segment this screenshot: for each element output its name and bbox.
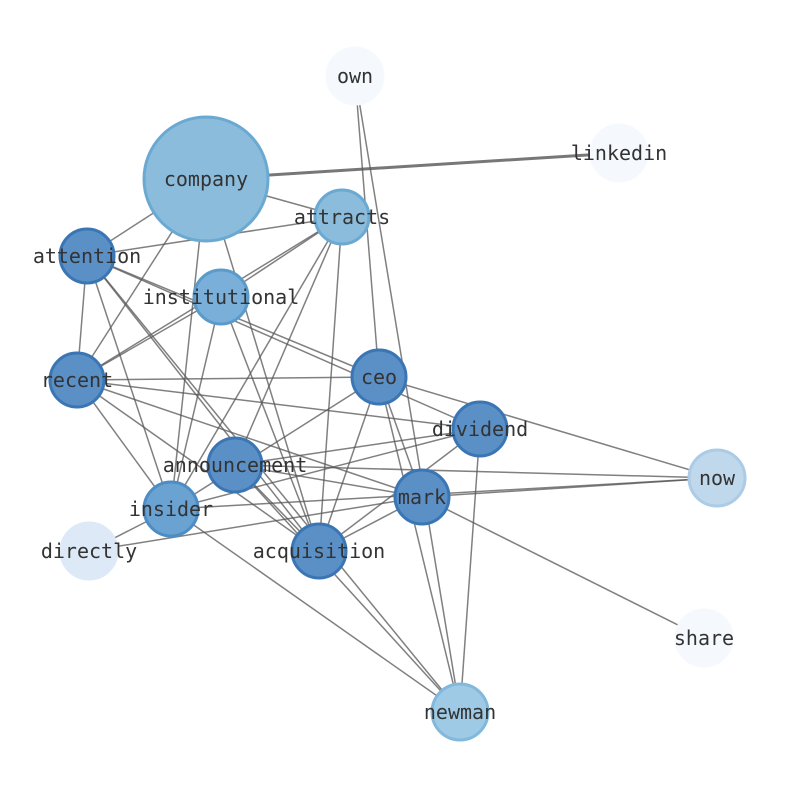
- edge-ceo-now: [378, 376, 718, 479]
- edge-company-acquisition: [205, 178, 320, 552]
- edge-own-newman: [354, 75, 461, 713]
- node-label-attracts: attracts: [294, 205, 390, 229]
- node-label-attention: attention: [33, 244, 141, 268]
- node-circle-directly: [59, 521, 119, 581]
- node-circle-institutional: [192, 268, 250, 326]
- node-label-acquisition: acquisition: [253, 539, 385, 563]
- node-dividend: dividend: [432, 400, 528, 458]
- node-linkedin: linkedin: [571, 123, 667, 183]
- edge-recent-mark: [76, 379, 423, 498]
- node-circle-attracts: [313, 188, 371, 246]
- node-ceo: ceo: [350, 348, 408, 406]
- node-attracts: attracts: [294, 188, 390, 246]
- edge-mark-share: [421, 496, 705, 639]
- edge-institutional-insider: [170, 296, 222, 510]
- node-insider: insider: [129, 480, 213, 538]
- node-now: now: [687, 448, 747, 508]
- node-label-mark: mark: [398, 485, 446, 509]
- edge-attracts-acquisition: [318, 216, 343, 552]
- edge-dividend-announcement: [234, 428, 481, 466]
- node-announcement: announcement: [163, 436, 308, 494]
- edge-recent-ceo: [76, 376, 380, 381]
- node-label-own: own: [337, 64, 373, 88]
- edge-attention-insider: [86, 255, 172, 510]
- node-label-linkedin: linkedin: [571, 141, 667, 165]
- edge-announcement-mark: [234, 464, 423, 498]
- edge-insider-newman: [170, 508, 461, 713]
- node-circle-mark: [393, 468, 451, 526]
- node-label-institutional: institutional: [143, 285, 300, 309]
- edge-recent-acquisition: [76, 379, 320, 552]
- node-layer: own linkedin company attracts attentioninsti…: [33, 46, 747, 742]
- edge-mark-directly: [88, 496, 423, 552]
- edge-ceo-acquisition: [318, 376, 380, 552]
- node-label-recent: recent: [41, 368, 113, 392]
- edge-dividend-newman: [459, 428, 481, 713]
- edge-announcement-newman: [234, 464, 461, 713]
- edge-attention-dividend: [86, 255, 481, 430]
- node-share: share: [674, 608, 734, 668]
- node-label-directly: directly: [41, 539, 137, 563]
- edge-dividend-insider: [170, 428, 481, 510]
- node-label-share: share: [674, 626, 734, 650]
- node-label-company: company: [164, 167, 248, 191]
- node-attention: attention: [33, 227, 141, 285]
- node-circle-company: [142, 115, 270, 243]
- node-own: own: [325, 46, 385, 106]
- node-circle-announcement: [206, 436, 264, 494]
- node-mark: mark: [393, 468, 451, 526]
- edge-recent-dividend: [76, 379, 481, 430]
- node-institutional: institutional: [143, 268, 300, 326]
- node-label-announcement: announcement: [163, 453, 308, 477]
- node-company: company: [142, 115, 270, 243]
- node-circle-now: [687, 448, 747, 508]
- node-label-ceo: ceo: [361, 365, 397, 389]
- node-circle-attention: [58, 227, 116, 285]
- node-newman: newman: [424, 682, 496, 742]
- edge-company-linkedin: [205, 151, 620, 181]
- edge-announcement-now: [234, 464, 718, 479]
- edge-attention-acquisition: [86, 255, 320, 552]
- node-label-dividend: dividend: [432, 417, 528, 441]
- edge-ceo-newman: [378, 376, 461, 713]
- node-circle-linkedin: [589, 123, 649, 183]
- edge-ceo-insider: [170, 376, 380, 510]
- node-circle-newman: [430, 682, 490, 742]
- edge-attracts-insider: [170, 216, 343, 510]
- node-acquisition: acquisition: [253, 522, 385, 580]
- node-circle-recent: [48, 351, 106, 409]
- node-recent: recent: [41, 351, 113, 409]
- node-label-insider: insider: [129, 497, 213, 521]
- node-circle-dividend: [451, 400, 509, 458]
- node-label-now: now: [699, 466, 736, 490]
- node-label-newman: newman: [424, 700, 496, 724]
- edge-institutional-acquisition: [220, 296, 320, 552]
- node-circle-ceo: [350, 348, 408, 406]
- node-circle-share: [674, 608, 734, 668]
- node-circle-insider: [142, 480, 200, 538]
- node-circle-acquisition: [290, 522, 348, 580]
- edge-attention-newman: [86, 255, 461, 713]
- node-directly: directly: [41, 521, 137, 581]
- node-circle-own: [325, 46, 385, 106]
- edge-attracts-announcement: [234, 216, 343, 466]
